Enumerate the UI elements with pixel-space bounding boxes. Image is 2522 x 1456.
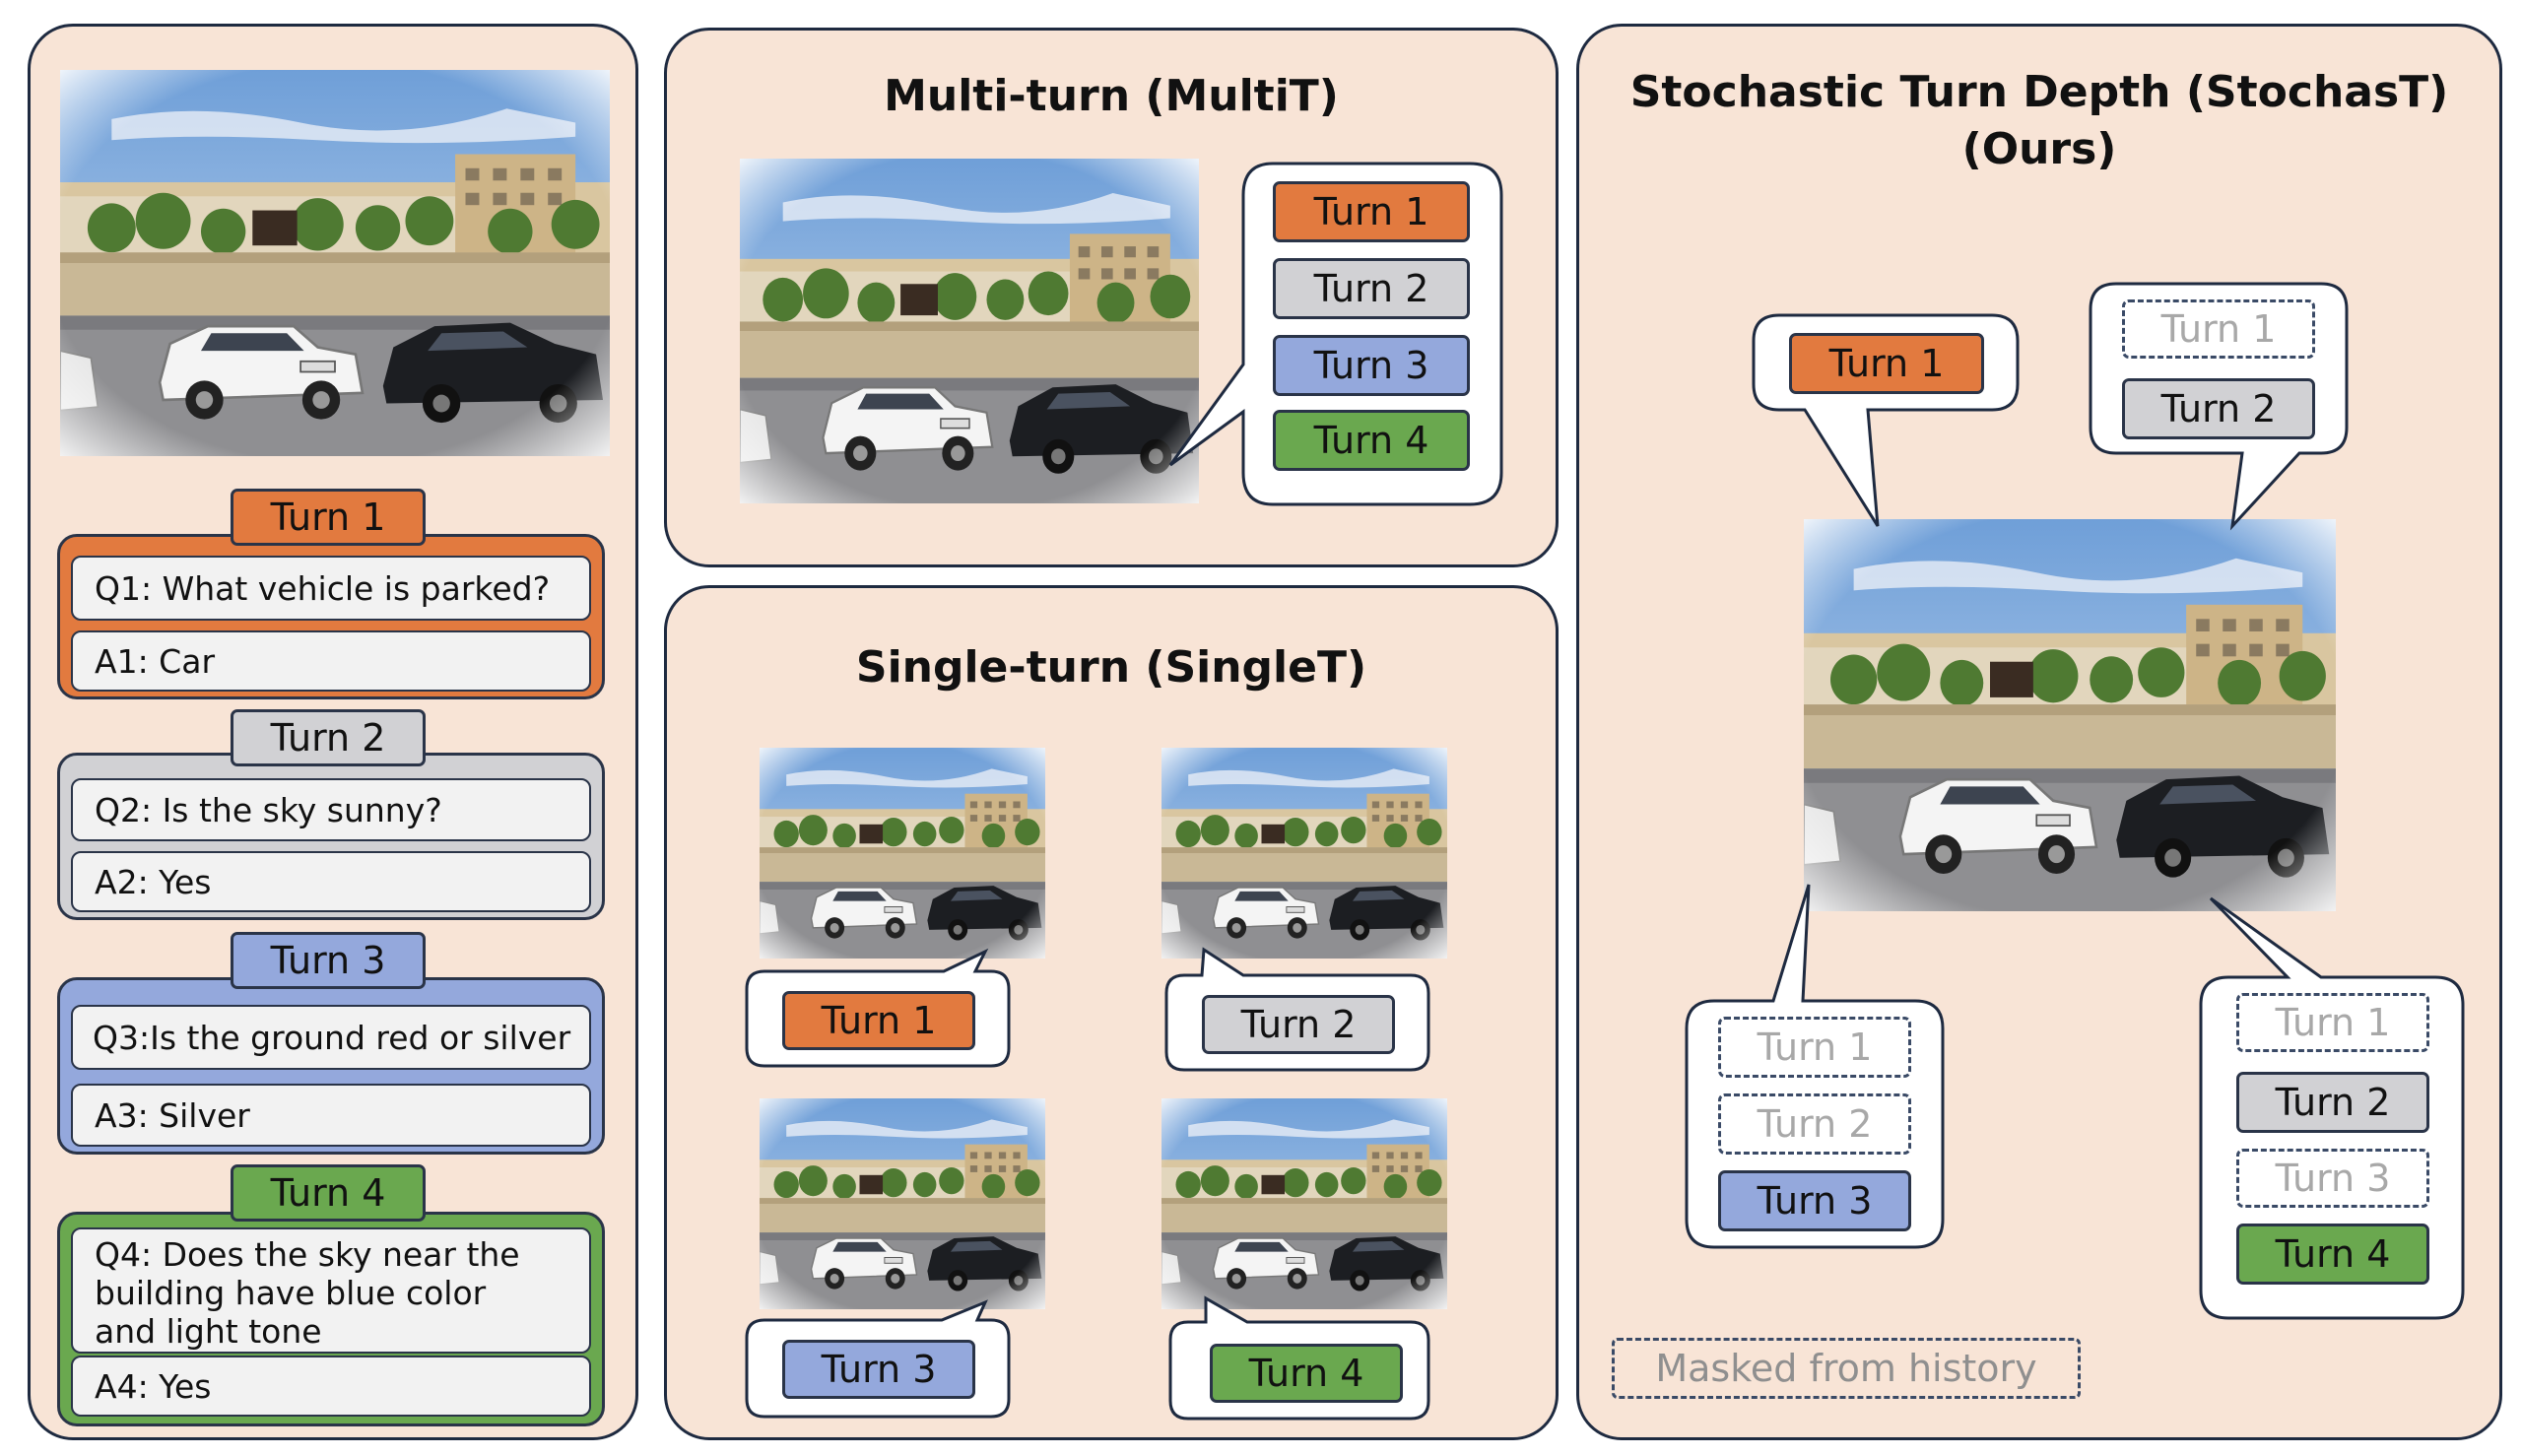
stochastic-a-turn-1: Turn 1 [1789, 333, 1984, 394]
stochastic-d-turn-3-masked: Turn 3 [2236, 1149, 2429, 1208]
stochastic-b-turn-1-masked: Turn 1 [2122, 299, 2315, 359]
stochastic-d-turn-2: Turn 2 [2236, 1072, 2429, 1133]
stochastic-d-turn-4: Turn 4 [2236, 1224, 2429, 1285]
masked-legend: Masked from history [1612, 1338, 2081, 1399]
stochastic-d-turn-1-masked: Turn 1 [2236, 993, 2429, 1052]
stochastic-c-turn-2-masked: Turn 2 [1718, 1093, 1911, 1155]
stochastic-b-turn-2: Turn 2 [2122, 378, 2315, 439]
stochastic-c-turn-1-masked: Turn 1 [1718, 1017, 1911, 1078]
stochastic-c-turn-3: Turn 3 [1718, 1170, 1911, 1231]
